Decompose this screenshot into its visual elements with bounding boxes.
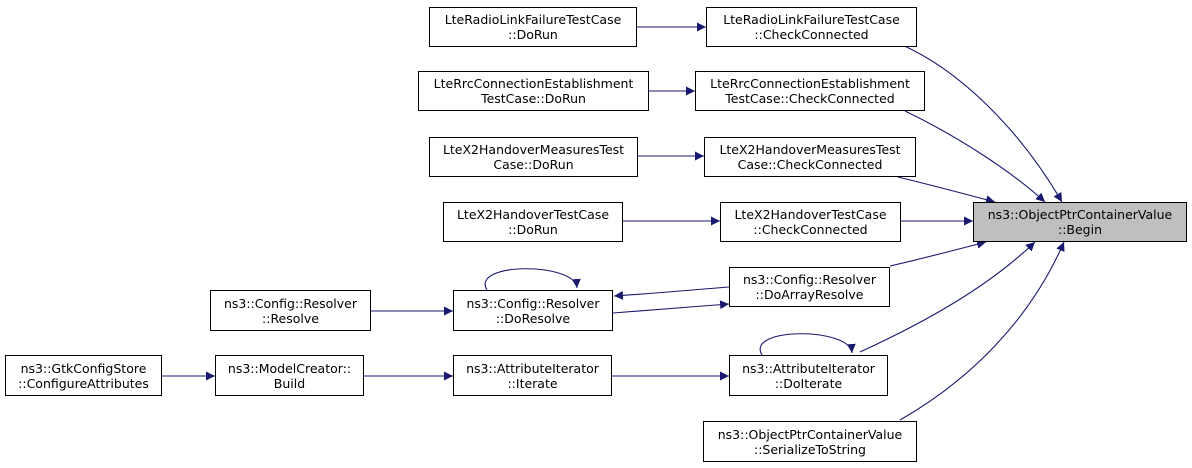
edge-doarray-to-doresolve (613, 286, 730, 300)
node-attributeiterator-iterate[interactable]: ns3::AttributeIterator ::Iterate (453, 355, 612, 396)
node-ltex2handover-checkconnected[interactable]: LteX2HandoverTestCase ::CheckConnected (720, 202, 901, 242)
node-line2: ::DoRun (508, 27, 558, 42)
node-line1: LteRrcConnectionEstablishment (710, 76, 910, 91)
node-gtkconfigstore-configureattributes[interactable]: ns3::GtkConfigStore ::ConfigureAttribute… (5, 355, 162, 396)
node-line1: LteX2HandoverTestCase (456, 207, 610, 222)
node-line2: TestCase::DoRun (481, 91, 586, 106)
node-line2: Case::CheckConnected (737, 157, 883, 172)
node-line2: ::DoResolve (495, 310, 571, 326)
node-line2: ::SerializeToString (754, 441, 866, 457)
node-objectptrcontainervalue-serializetostring[interactable]: ns3::ObjectPtrContainerValue ::Serialize… (703, 421, 917, 462)
node-modelcreator-build[interactable]: ns3::ModelCreator:: Build (215, 355, 364, 396)
node-lterrcconnection-dorun[interactable]: LteRrcConnectionEstablishment TestCase::… (418, 71, 649, 111)
node-line2: ::DoIterate (774, 375, 843, 391)
node-attributeiterator-doiterate[interactable]: ns3::AttributeIterator ::DoIterate (729, 355, 888, 396)
node-line1: ns3::AttributeIterator (742, 360, 875, 376)
node-line1: ns3::GtkConfigStore (20, 360, 147, 376)
node-ltex2handover-dorun[interactable]: LteX2HandoverTestCase ::DoRun (443, 202, 623, 242)
node-line1: ns3::ObjectPtrContainerValue (717, 426, 903, 442)
node-lteradiolinkfailure-checkconnected[interactable]: LteRadioLinkFailureTestCase ::CheckConne… (706, 7, 917, 47)
node-line2: ::Iterate (507, 375, 558, 391)
node-line2: ::Begin (1057, 222, 1103, 237)
node-line1: LteRadioLinkFailureTestCase (723, 12, 900, 27)
node-objectptrcontainervalue-begin: ns3::ObjectPtrContainerValue ::Begin (973, 202, 1187, 242)
node-config-resolver-doarrayresolve[interactable]: ns3::Config::Resolver ::DoArrayResolve (729, 267, 890, 307)
node-lteradiolinkfailure-dorun[interactable]: LteRadioLinkFailureTestCase ::DoRun (429, 7, 637, 47)
node-line2: ::CheckConnected (754, 27, 869, 42)
node-ltex2handovermeasures-checkconnected[interactable]: LteX2HandoverMeasuresTest Case::CheckCon… (704, 137, 916, 177)
node-line1: LteRrcConnectionEstablishment (433, 76, 634, 91)
node-line1: LteX2HandoverTestCase (734, 207, 887, 222)
node-line2: ::DoArrayResolve (755, 287, 864, 302)
node-config-resolver-resolve[interactable]: ns3::Config::Resolver ::Resolve (210, 290, 371, 331)
node-line1: ns3::ObjectPtrContainerValue (987, 207, 1173, 222)
edge-doiterate-to-begin (859, 241, 1036, 353)
edge-serialize-to-begin (899, 241, 1065, 421)
node-line1: LteRadioLinkFailureTestCase (444, 12, 622, 27)
node-line1: LteX2HandoverMeasuresTest (442, 142, 625, 157)
node-ltex2handovermeasures-dorun[interactable]: LteX2HandoverMeasuresTest Case::DoRun (429, 137, 638, 177)
edge-doarray-to-begin (889, 239, 987, 267)
node-line2: Build (273, 375, 306, 391)
node-line1: ns3::AttributeIterator (466, 360, 599, 376)
node-line2: ::CheckConnected (753, 222, 868, 237)
edge-doresolve-self-loop (484, 268, 581, 291)
node-line1: ns3::ModelCreator:: (227, 360, 352, 376)
node-line2: TestCase::CheckConnected (725, 91, 895, 106)
node-line1: LteX2HandoverMeasuresTest (719, 142, 901, 157)
node-line2: Case::DoRun (493, 157, 574, 172)
edge-lterrc-check-to-begin (904, 110, 1046, 203)
node-line2: ::ConfigureAttributes (18, 375, 149, 391)
node-lterrcconnection-checkconnected[interactable]: LteRrcConnectionEstablishment TestCase::… (695, 71, 925, 111)
edge-lterlf-check-to-begin (899, 43, 1063, 203)
node-line1: ns3::Config::Resolver (466, 295, 600, 311)
edge-doiterate-self-loop (759, 333, 856, 356)
node-config-resolver-doresolve[interactable]: ns3::Config::Resolver ::DoResolve (453, 290, 613, 331)
node-line2: ::Resolve (262, 310, 319, 326)
node-line2: ::DoRun (508, 222, 558, 237)
edge-ltex2m-check-to-begin (897, 176, 996, 205)
node-line1: ns3::Config::Resolver (742, 272, 876, 287)
edge-doresolve-to-doarray (612, 300, 730, 314)
node-line1: ns3::Config::Resolver (223, 295, 357, 311)
